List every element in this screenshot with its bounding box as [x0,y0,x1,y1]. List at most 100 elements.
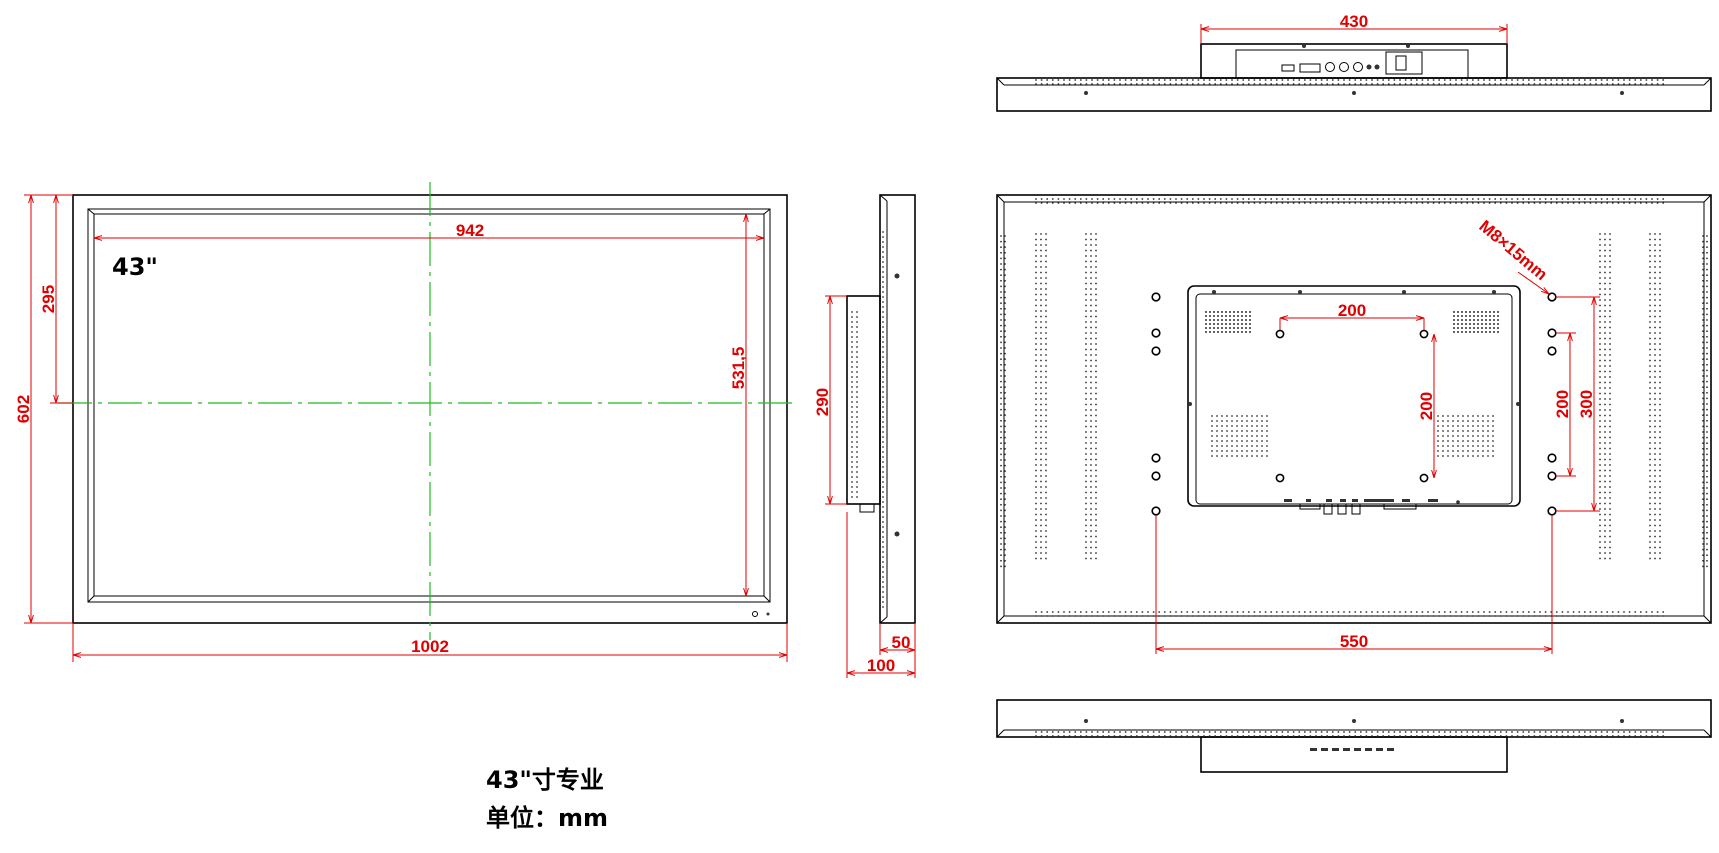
vent-dot [851,476,853,478]
vent-dot [1505,611,1508,613]
vent-dot [1085,315,1087,318]
vent-dot [882,366,884,368]
vent-dot [1599,370,1601,373]
vent-dot [1169,615,1172,617]
vent-dot [1068,202,1071,204]
vent-dot [882,571,884,573]
vent-dot [1231,440,1233,442]
vent-dot [1107,198,1110,200]
vent-dot [1604,288,1606,290]
vent-dot [882,311,884,313]
vent-dot [1035,447,1037,450]
vent-dot [1191,83,1194,85]
vent-dot [856,361,858,363]
vent-dot [1654,343,1656,345]
vent-dot [882,516,884,518]
vent-dot [1654,524,1656,527]
vent-dot [1634,198,1637,200]
vent-dot [1085,546,1087,549]
vent-dot [1544,202,1547,204]
vent-dot [1659,491,1661,494]
vent-dot [1298,79,1301,81]
vent-dot [1544,615,1547,617]
vent-dot [1706,369,1708,372]
vent-dot [1410,79,1413,81]
vent-dot [1604,299,1606,301]
vent-dot [1095,376,1097,378]
vent-dot [1085,376,1087,378]
vent-dot [1221,319,1223,321]
vent-dot [1599,244,1601,246]
vent-dot [1533,202,1536,204]
vent-dot [1158,202,1161,204]
vent-dot [1659,266,1661,268]
vent-dot [1343,202,1345,204]
vent-dot [1634,79,1637,81]
vent-dot [1465,315,1467,317]
vent-dot [1604,447,1606,450]
vent-dot [1659,436,1661,439]
vent-dot [1130,83,1133,85]
vent-dot [1477,83,1480,85]
vent-dot [851,326,853,328]
vent-dot [1040,260,1042,263]
vent-dot [1539,83,1541,85]
vent-dot [1572,615,1575,617]
vent-dot [1095,249,1097,252]
vent-dot [1241,315,1243,317]
vent-dot [1343,731,1345,733]
vent-dot [1382,79,1385,81]
vent-dot [1387,735,1390,737]
vent-dot [1253,83,1256,85]
vent-dot [1609,530,1611,532]
vent-dot [1482,420,1484,422]
vent-dot [1645,735,1648,737]
vent-dot [1706,235,1708,237]
vent-dot [1315,202,1317,204]
vent-dot [1649,233,1651,235]
vent-dot [1242,83,1245,85]
vent-dot [1365,611,1368,613]
bottom-view [996,699,1712,773]
vent-dot [882,231,884,233]
vent-dot [1654,486,1656,488]
vent-dot [1561,735,1564,737]
vent-dot [1365,615,1368,617]
vent-dot [1331,202,1334,204]
vent-dot [1659,387,1661,389]
vent-dot [1233,327,1235,329]
vent-dot [1281,731,1284,733]
vent-dot [1102,83,1105,85]
vent-dot [1266,430,1268,432]
vent-dot [882,376,884,378]
vent-dot [1649,519,1651,521]
vent-dot [1000,324,1002,327]
vent-dot [1376,615,1379,617]
vent-dot [1124,735,1127,737]
vent-dot [1095,552,1097,554]
vent-dot [1599,326,1601,329]
vent-dot [1281,615,1284,617]
vent-dot [1085,260,1087,263]
vent-dot [1489,327,1491,329]
vent-dot [1437,455,1439,457]
vent-dot [1589,202,1592,204]
vent-dot [1609,315,1611,318]
vent-dot [1292,83,1295,85]
vent-dot [1706,335,1708,338]
vent-dot [1251,420,1253,422]
vent-dot [1045,326,1047,329]
vent-dot [1472,445,1474,447]
vent-dot [1609,535,1611,538]
vent-dot [1046,198,1049,200]
vent-dot [1482,415,1484,417]
vent-dot [882,331,884,333]
vent-dot [1393,79,1396,81]
vent-dot [1236,425,1238,427]
vent-dot [1203,79,1205,81]
vent-dot [1000,425,1002,428]
vent-dot [1303,83,1306,85]
vent-dot [1096,611,1099,613]
vent-dot [1085,266,1087,268]
vent-dot [1130,202,1133,204]
